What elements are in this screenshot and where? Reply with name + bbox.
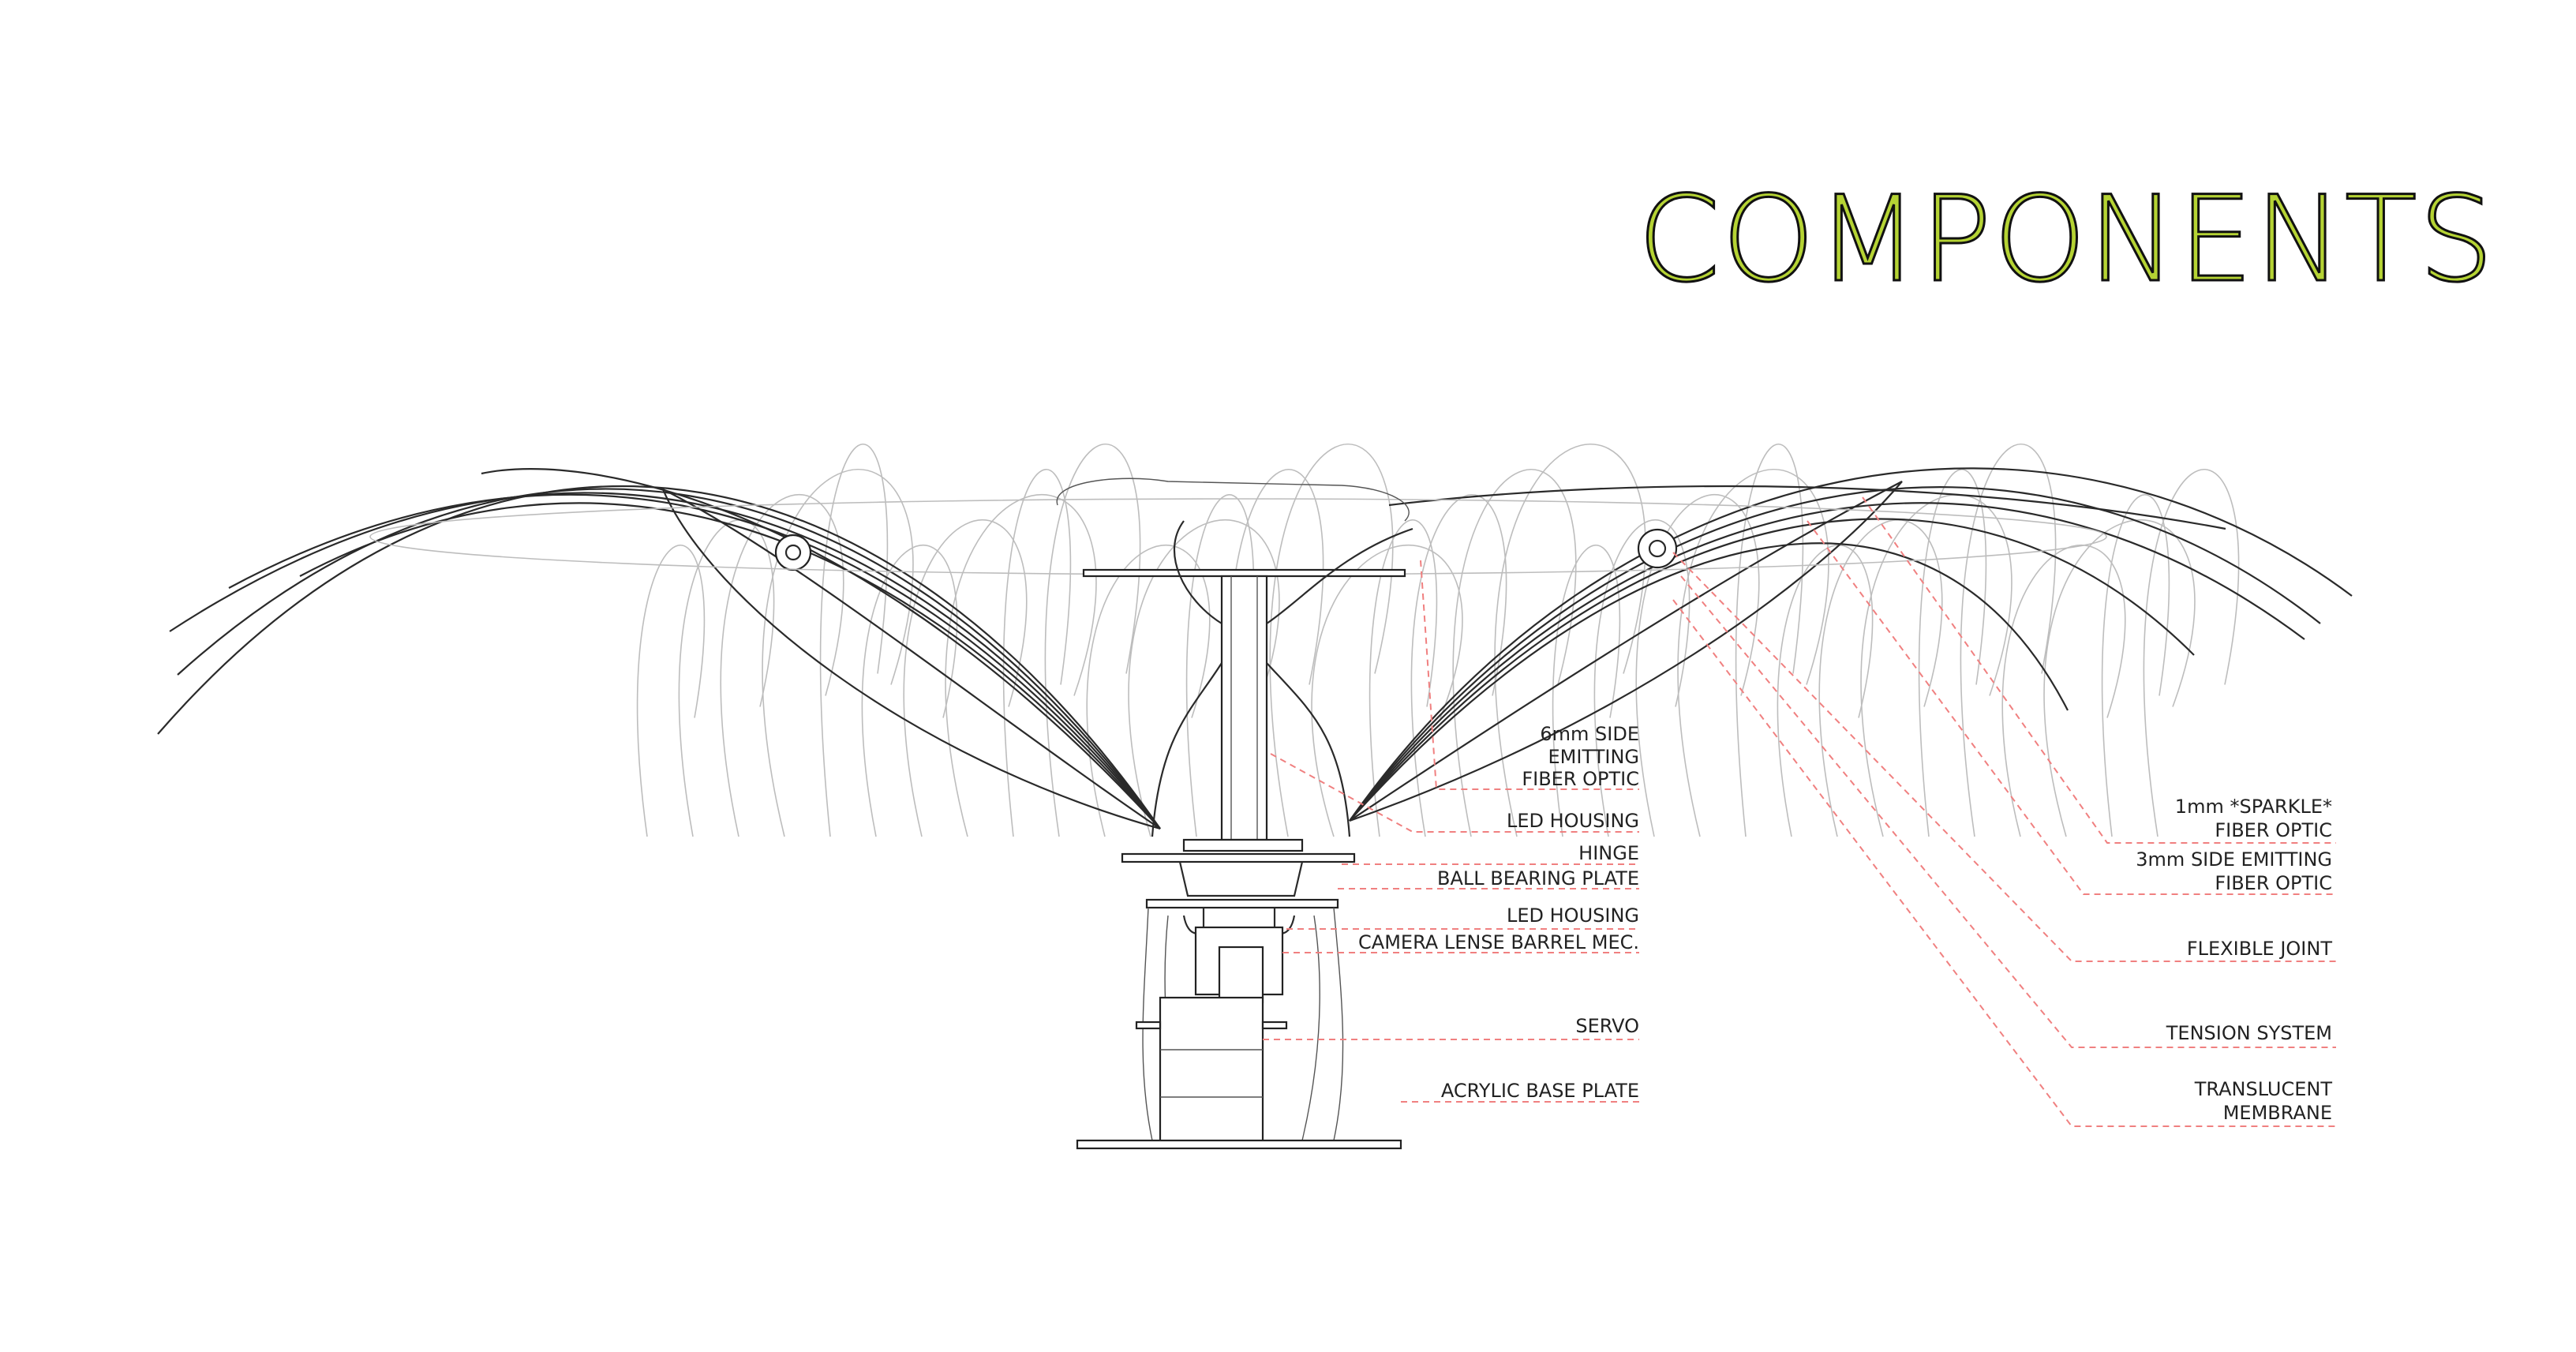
wing-structures bbox=[157, 467, 2353, 830]
right-fiber bbox=[1349, 502, 2305, 822]
faint-fiber-loop bbox=[2143, 469, 2240, 837]
label-right-1: 3mm SIDE EMITTING bbox=[2136, 848, 2332, 871]
left-fiber bbox=[157, 485, 1161, 830]
faint-fiber-loop bbox=[1735, 444, 1804, 837]
faint-fiber-loop bbox=[1818, 519, 1943, 837]
left-fiber bbox=[481, 468, 1161, 830]
label-right-0: FIBER OPTIC bbox=[2215, 819, 2332, 841]
leader-line bbox=[1672, 552, 2336, 962]
leader-line bbox=[1807, 520, 2336, 895]
leader-line bbox=[1680, 575, 2336, 1048]
faint-fiber-loop bbox=[1128, 519, 1280, 837]
label-right-0: 1mm *SPARKLE* bbox=[2175, 796, 2332, 818]
leader-line bbox=[1270, 753, 1639, 833]
faint-fiber-loop bbox=[1086, 545, 1211, 837]
faint-fiber-loop bbox=[1552, 545, 1621, 837]
faint-fiber-loop bbox=[1044, 443, 1141, 837]
led-housing-base bbox=[1182, 838, 1304, 852]
label-left-4: LED HOUSING bbox=[1507, 904, 1639, 927]
acrylic-base-plate bbox=[1076, 1139, 1402, 1150]
label-right-4: TRANSLUCENT bbox=[2194, 1078, 2333, 1100]
faint-fiber-loop bbox=[1311, 545, 1463, 837]
label-right-1: FIBER OPTIC bbox=[2215, 872, 2332, 894]
faint-fiber-loop bbox=[1960, 443, 2057, 837]
sparkle-fiber bbox=[1388, 485, 2226, 530]
faint-fiber-loop bbox=[636, 545, 706, 837]
leader-line bbox=[1420, 560, 1639, 790]
barrel-inner bbox=[1218, 946, 1264, 1004]
label-right-4: MEMBRANE bbox=[2223, 1102, 2332, 1124]
leader-line bbox=[1862, 496, 2336, 844]
right-flexible-joint bbox=[1637, 528, 1678, 569]
left-fiber bbox=[228, 493, 1161, 830]
faint-fiber-loop bbox=[1777, 545, 1874, 837]
faint-fiber-loop bbox=[1635, 494, 1760, 837]
faint-fiber-loop bbox=[2043, 519, 2196, 837]
hinge bbox=[1178, 861, 1304, 897]
faint-fiber-loop bbox=[2101, 494, 2170, 837]
faint-fiber-loop bbox=[1593, 519, 1690, 837]
right-membrane bbox=[1349, 481, 1903, 822]
faint-fiber-loop bbox=[762, 469, 914, 837]
inner-fibers bbox=[1151, 520, 1413, 837]
top-ring bbox=[369, 498, 2107, 575]
left-membrane bbox=[661, 487, 1161, 830]
faint-fiber-loop bbox=[1918, 469, 1987, 837]
leader-lines bbox=[1263, 496, 2336, 1127]
label-left-3: BALL BEARING PLATE bbox=[1437, 867, 1639, 889]
right-fiber bbox=[1349, 518, 2195, 822]
servo bbox=[1159, 996, 1264, 1143]
top-fiber-loop bbox=[1056, 478, 1410, 522]
right-fiber bbox=[1349, 486, 2321, 822]
label-left-0: FIBER OPTIC bbox=[1522, 768, 1639, 790]
top-plate bbox=[1082, 568, 1406, 578]
label-left-0: EMITTING bbox=[1548, 746, 1639, 768]
label-right-2: FLEXIBLE JOINT bbox=[2187, 938, 2332, 960]
led-housing-column bbox=[1220, 575, 1268, 841]
background-fiber-loops bbox=[636, 443, 2240, 837]
faint-fiber-loop bbox=[819, 444, 889, 837]
faint-fiber-loop bbox=[2001, 545, 2126, 837]
label-left-1: LED HOUSING bbox=[1507, 810, 1639, 832]
faint-fiber-loop bbox=[1860, 493, 2012, 837]
diagram-title: COMPONENTS bbox=[1638, 171, 2496, 309]
hinge-plate bbox=[1121, 852, 1356, 863]
ball-bearing-plate bbox=[1145, 898, 1339, 909]
label-right-3: TENSION SYSTEM bbox=[2166, 1022, 2332, 1044]
faint-fiber-loop bbox=[720, 494, 844, 837]
faint-fiber-loop bbox=[1002, 469, 1072, 837]
right-fiber bbox=[1349, 467, 2353, 822]
label-left-5: CAMERA LENSE BARREL MEC. bbox=[1358, 931, 1639, 953]
label-left-2: HINGE bbox=[1578, 842, 1639, 864]
faint-fiber-loop bbox=[861, 545, 958, 837]
faint-fiber-loop bbox=[1368, 519, 1438, 837]
faint-fiber-loop bbox=[1677, 469, 1829, 837]
label-left-0: 6mm SIDE bbox=[1540, 723, 1639, 745]
faint-fiber-loop bbox=[1269, 444, 1394, 837]
label-left-7: ACRYLIC BASE PLATE bbox=[1441, 1080, 1639, 1102]
left-flexible-joint bbox=[774, 534, 812, 571]
left-fiber bbox=[299, 502, 1161, 830]
right-fiber bbox=[1349, 542, 2069, 822]
faint-fiber-loop bbox=[903, 519, 1028, 837]
central-mechanism bbox=[369, 478, 2107, 1150]
label-left-6: SERVO bbox=[1575, 1015, 1639, 1037]
